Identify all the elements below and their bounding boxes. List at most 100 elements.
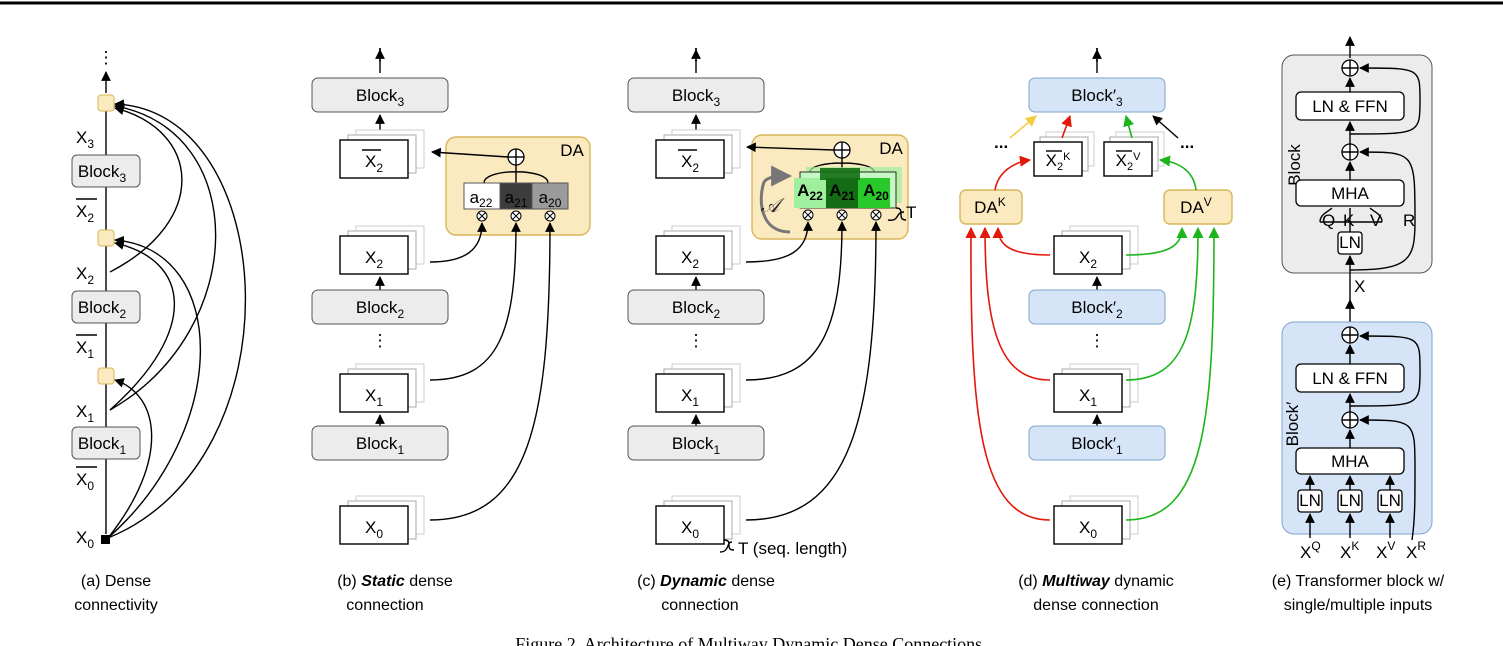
svg-text:A20: A20 xyxy=(863,181,889,203)
a-xbar0: X xyxy=(76,470,87,489)
svg-text:X0: X0 xyxy=(365,518,383,541)
svg-text:X0: X0 xyxy=(681,518,699,541)
d-da-k-label: DA xyxy=(974,198,998,217)
a-x2-sub: 2 xyxy=(87,273,94,287)
c-weight-21 xyxy=(826,178,858,208)
svg-text:XK: XK xyxy=(1340,539,1359,562)
a-curve-x1-node2 xyxy=(109,240,175,411)
e-bottom-ln-q-label: LN xyxy=(1299,491,1321,510)
svg-text:Block′1: Block′1 xyxy=(1071,434,1123,457)
b-w22-sub: 22 xyxy=(479,196,493,210)
c-block-1-sub: 1 xyxy=(713,443,720,457)
a-curve-x2-node3 xyxy=(109,105,183,273)
b-xbar2-label: X xyxy=(365,152,376,171)
c-times-nodes xyxy=(802,209,882,221)
b-curve-x1-w21 xyxy=(429,222,521,381)
b-block-1-label: Block xyxy=(356,434,398,453)
c-xbar2-label: X xyxy=(681,152,692,171)
a-node-2 xyxy=(97,229,115,247)
c-caption-emph: Dynamic xyxy=(660,573,727,590)
a-block-1 xyxy=(71,426,141,460)
e-bottom-ln-v-label: LN xyxy=(1379,491,1401,510)
b-block-3 xyxy=(311,77,449,113)
d-da-k-sup: K xyxy=(998,195,1006,209)
a-x3: X xyxy=(76,128,87,147)
b-x0-box xyxy=(339,505,409,545)
e-k-label: K xyxy=(1343,211,1355,230)
b-caption-prefix: (b) xyxy=(337,573,361,590)
a-x2: X xyxy=(76,264,87,283)
d-da-v-label: DA xyxy=(1180,198,1204,217)
b-times-nodes xyxy=(476,210,556,222)
b-block-3-sub: 3 xyxy=(397,95,404,109)
svg-text:X0: X0 xyxy=(76,470,94,493)
d-block-2 xyxy=(1028,289,1166,325)
b-x2-box xyxy=(339,235,409,275)
e-block-top-label: Block xyxy=(1285,144,1304,186)
svg-text:Block3: Block3 xyxy=(356,86,405,109)
svg-text:XV: XV xyxy=(1376,539,1395,562)
svg-text:DAK: DAK xyxy=(974,195,1006,217)
e-v-label: V xyxy=(1370,211,1382,230)
a-curve-x1-node3 xyxy=(109,102,217,411)
b-dots-mid: ⋮ xyxy=(372,331,389,350)
a-curve-x0-node2 xyxy=(107,235,202,539)
panel-e: Block LN & FFN MHA LN Q K V R X Block′ L… xyxy=(1272,36,1445,614)
c-caption-line2: connection xyxy=(661,597,738,614)
d-block-2-label: Block′ xyxy=(1071,298,1116,317)
a-block-1-sub: 1 xyxy=(119,443,126,457)
svg-text:Block1: Block1 xyxy=(356,434,405,457)
c-w22: A xyxy=(797,181,809,200)
svg-text:X1: X1 xyxy=(681,386,699,409)
e-q-label: Q xyxy=(1322,211,1335,230)
c-x1-label: X xyxy=(681,386,692,405)
b-x1-label: X xyxy=(365,386,376,405)
svg-text:DAV: DAV xyxy=(1180,195,1212,217)
e-xq-label: X xyxy=(1300,543,1311,562)
svg-text:A21: A21 xyxy=(829,181,855,203)
svg-text:Block′2: Block′2 xyxy=(1071,298,1123,321)
d-dots-mid: ⋮ xyxy=(1089,331,1106,350)
d-xk-sub: 2 xyxy=(1057,161,1063,173)
a-x1: X xyxy=(76,402,87,421)
svg-text:Block2: Block2 xyxy=(672,298,721,321)
b-x0-label: X xyxy=(365,518,376,537)
d-caption-prefix: (d) xyxy=(1018,573,1042,590)
svg-text:a22: a22 xyxy=(470,188,493,210)
e-bottom-mha-label: MHA xyxy=(1331,452,1369,471)
c-dots-mid: ⋮ xyxy=(688,331,705,350)
b-x2-sub: 2 xyxy=(376,257,383,271)
a-block-3 xyxy=(71,154,141,188)
d-x2-label: X xyxy=(1079,248,1090,267)
a-curve-x0-node3 xyxy=(107,99,247,539)
svg-text:Block1: Block1 xyxy=(78,434,127,457)
d-x1-sub: 1 xyxy=(1090,395,1097,409)
b-caption-emph: Static xyxy=(361,573,405,590)
svg-text:X2: X2 xyxy=(365,248,383,271)
e-caption-line1: (e) Transformer block w/ xyxy=(1272,573,1445,590)
a-x0: X xyxy=(76,528,87,547)
figure-caption: Figure 2. Architecture of Multiway Dynam… xyxy=(515,634,986,646)
c-w21-sub: 21 xyxy=(841,189,855,203)
e-top-mha-label: MHA xyxy=(1331,184,1369,203)
b-xbar2-sub: 2 xyxy=(376,161,383,175)
d-xv-label: X xyxy=(1116,151,1127,170)
a-xbar2: X xyxy=(76,202,87,221)
c-x2-sub: 2 xyxy=(692,257,699,271)
svg-text:X1: X1 xyxy=(365,386,383,409)
panel-b: ⋮ Block3 X2 DA a22 a21 a20 X2 xyxy=(311,45,591,614)
svg-text:X2: X2 xyxy=(1079,248,1097,271)
d-caption-line2: dense connection xyxy=(1033,597,1158,614)
e-caption-line2: single/multiple inputs xyxy=(1284,597,1433,614)
d-ellipsis-left: ... xyxy=(994,133,1008,152)
c-w22-sub: 22 xyxy=(809,189,823,203)
b-w20-sub: 20 xyxy=(548,196,562,210)
c-block-1-label: Block xyxy=(672,434,714,453)
d-xv-sup: V xyxy=(1133,151,1141,163)
a-x0-sub: 0 xyxy=(87,537,94,551)
a-block-3-label: Block xyxy=(78,162,120,181)
e-xq-sup: Q xyxy=(1311,539,1320,553)
a-block-2-sub: 2 xyxy=(119,307,126,321)
a-xbar1: X xyxy=(76,338,87,357)
